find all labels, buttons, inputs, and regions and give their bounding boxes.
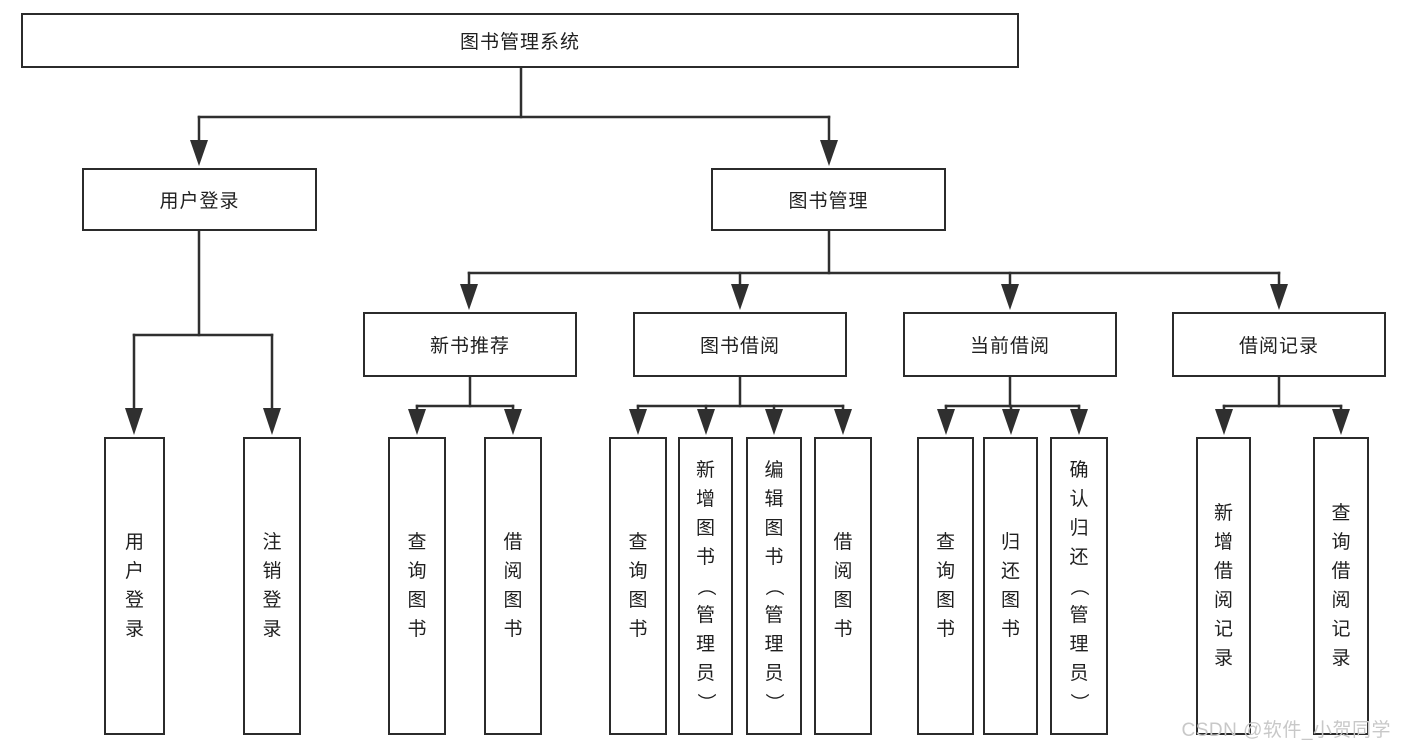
node-logout: 注销登录	[243, 437, 301, 735]
node-query-books-3: 查询图书	[917, 437, 974, 735]
node-borrow-books-2-label: 借阅图书	[833, 532, 853, 640]
node-root: 图书管理系统	[21, 13, 1019, 68]
node-user-login-action-label: 用户登录	[124, 532, 144, 640]
node-new-book-recommendation: 新书推荐	[363, 312, 577, 377]
node-book-borrowing: 图书借阅	[633, 312, 847, 377]
node-edit-books-admin: 编辑图书（管理员）	[746, 437, 802, 735]
node-edit-books-admin-label: 编辑图书（管理员）	[763, 459, 785, 712]
node-book-borrowing-label: 图书借阅	[699, 336, 780, 357]
node-root-label: 图书管理系统	[459, 32, 580, 53]
node-user-login: 用户登录	[82, 168, 317, 231]
node-new-book-recommendation-label: 新书推荐	[429, 336, 510, 357]
node-borrow-books-2: 借阅图书	[814, 437, 872, 735]
node-query-books-1: 查询图书	[388, 437, 446, 735]
node-return-books: 归还图书	[983, 437, 1038, 735]
node-book-management-label: 图书管理	[788, 191, 869, 212]
node-confirm-return-admin: 确认归还（管理员）	[1050, 437, 1108, 735]
node-query-books-2-label: 查询图书	[628, 532, 648, 640]
node-current-borrowing-label: 当前借阅	[969, 336, 1050, 357]
node-borrowing-records-label: 借阅记录	[1238, 336, 1319, 357]
node-add-books-admin-label: 新增图书（管理员）	[694, 459, 716, 712]
node-add-borrow-record-label: 新增借阅记录	[1213, 503, 1233, 669]
node-add-borrow-record: 新增借阅记录	[1196, 437, 1251, 735]
node-user-login-label: 用户登录	[159, 191, 240, 212]
node-query-books-3-label: 查询图书	[935, 532, 955, 640]
node-logout-label: 注销登录	[262, 532, 282, 640]
node-return-books-label: 归还图书	[1000, 532, 1020, 640]
node-query-books-2: 查询图书	[609, 437, 667, 735]
node-query-borrow-record: 查询借阅记录	[1313, 437, 1369, 735]
node-book-management: 图书管理	[711, 168, 946, 231]
node-borrow-books-1: 借阅图书	[484, 437, 542, 735]
node-current-borrowing: 当前借阅	[903, 312, 1117, 377]
node-confirm-return-admin-label: 确认归还（管理员）	[1068, 459, 1090, 712]
csdn-watermark: CSDN @软件_小贺同学	[1181, 720, 1391, 741]
node-add-books-admin: 新增图书（管理员）	[678, 437, 733, 735]
node-borrow-books-1-label: 借阅图书	[503, 532, 523, 640]
node-borrowing-records: 借阅记录	[1172, 312, 1386, 377]
node-user-login-action: 用户登录	[104, 437, 165, 735]
node-query-borrow-record-label: 查询借阅记录	[1331, 503, 1351, 669]
node-query-books-1-label: 查询图书	[407, 532, 427, 640]
